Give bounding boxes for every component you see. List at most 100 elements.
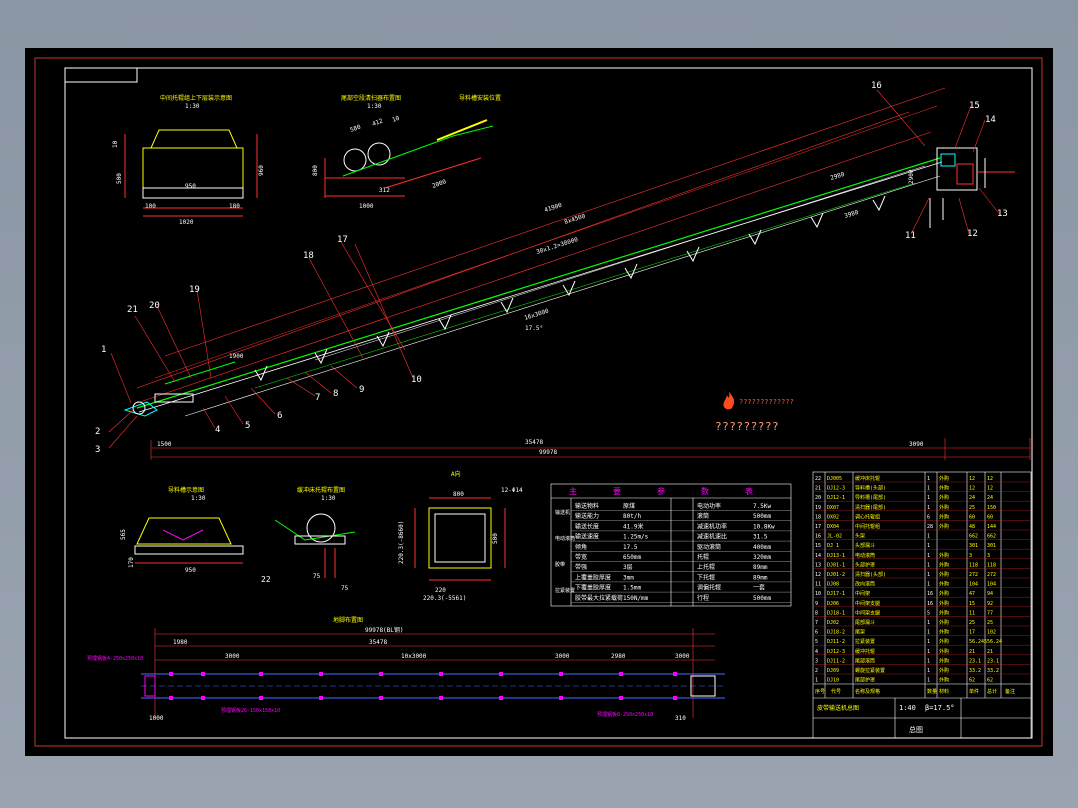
anchor-plate — [619, 672, 623, 676]
dim-text: 180 — [229, 203, 240, 210]
part-code: DJ005 — [827, 476, 842, 482]
callout-5: 5 — [245, 421, 250, 431]
part-name: 拉紧装置 — [855, 638, 875, 645]
dim-text: 10x3000 — [401, 653, 427, 660]
spec-side-label: 拉紧装置 — [555, 587, 575, 594]
title-block-angle: β=17.5° — [925, 704, 955, 712]
part-material: 外购 — [939, 494, 949, 501]
part-index: 11 — [815, 582, 821, 588]
part-name: 头部护罩 — [855, 561, 875, 568]
part-index: 13 — [815, 562, 821, 568]
spec-param-label: 输送速度 — [575, 533, 599, 541]
spec-param-value: 原煤 — [623, 502, 635, 510]
part-code: DJ12-1 — [827, 495, 845, 501]
dim-text: 220 — [435, 587, 446, 594]
part-unit-weight: 24 — [969, 495, 975, 501]
return-idler-title: 导料槽示意图 — [168, 486, 204, 494]
buffer-view — [274, 513, 356, 578]
dim-text: 16x3000 — [523, 308, 550, 322]
corner-tag — [64, 67, 138, 83]
callout-3: 3 — [95, 445, 100, 455]
part-index: 3 — [815, 658, 818, 664]
part-total-weight: 21 — [987, 649, 993, 655]
idler-marks — [254, 195, 886, 382]
part-qty: 1 — [927, 582, 930, 588]
spec-param-value: 1.5mm — [623, 585, 641, 592]
buffer-title: 缓冲床托辊布置图 — [297, 486, 345, 494]
dim-text: 99978(BL钢) — [365, 626, 404, 634]
part-material: 外购 — [939, 629, 949, 636]
dim-text: 220.3(-5561) — [423, 595, 466, 602]
dim-text: 2000 — [431, 178, 447, 190]
part-index: 7 — [815, 620, 818, 626]
part-unit-weight: 104 — [969, 582, 978, 588]
flame-logo-icon — [723, 392, 735, 410]
part-code: DJ11-2 — [827, 639, 845, 645]
part-qty: 1 — [927, 630, 930, 636]
part-total-weight: 62 — [987, 678, 993, 684]
part-name: 中间架支腿 — [855, 600, 880, 607]
callout-9: 9 — [359, 385, 364, 395]
spec-param-label: 输送物料 — [575, 502, 599, 510]
dim-text: 1000 — [149, 715, 164, 722]
dim-text: 310 — [675, 715, 686, 722]
spec-param-label: 减速机功率 — [697, 522, 727, 530]
part-name: 导料槽(尾部) — [855, 494, 886, 501]
callout-18: 18 — [303, 251, 314, 261]
chute-title: A向 — [451, 470, 461, 478]
part-material: 外购 — [939, 648, 949, 655]
part-qty: 1 — [927, 562, 930, 568]
spec-param-value: 41.9米 — [623, 522, 643, 530]
dim-text: 2900 — [908, 169, 915, 184]
dim-text: 30x1.2=38000 — [535, 236, 579, 256]
spec-param-value: 320mm — [753, 554, 771, 561]
spec-side-label: 输送机 — [555, 509, 570, 516]
anchor-plate — [259, 672, 263, 676]
part-code: DJ12-3 — [827, 486, 845, 492]
part-index: 6 — [815, 630, 818, 636]
spec-param-label: 下覆盖胶厚度 — [575, 584, 611, 592]
part-qty: 5 — [927, 610, 930, 616]
part-name: 缓冲床托辊 — [855, 475, 880, 482]
dim-text: 800 — [312, 165, 319, 176]
dim-text: 950 — [185, 567, 196, 574]
part-unit-weight: 662 — [969, 534, 978, 540]
part-name: 头部漏斗 — [855, 542, 875, 549]
anchor-plate — [319, 672, 323, 676]
dim-text: 2980 — [611, 653, 626, 660]
spec-param-value: 3mm — [623, 574, 634, 581]
dim-text: 950 — [185, 183, 196, 190]
anchor-plate — [379, 672, 383, 676]
rear-section-title: 尾部空段清扫器布置图 — [341, 94, 401, 102]
dim-text: 500 — [492, 533, 499, 544]
dim-text: 35478 — [525, 439, 543, 446]
spec-param-value: 10.8Kw — [753, 523, 775, 530]
dim-text: 75 — [313, 573, 321, 580]
callout-8: 8 — [333, 389, 338, 399]
part-qty: 1 — [927, 572, 930, 578]
parts-header: 材料 — [939, 688, 949, 695]
part-unit-weight: 60 — [969, 514, 975, 520]
part-qty: 1 — [927, 668, 930, 674]
part-index: 14 — [815, 553, 821, 559]
spec-param-value: 一套 — [753, 584, 765, 592]
callout-12: 12 — [967, 229, 978, 239]
part-unit-weight: 301 — [969, 543, 978, 549]
part-code: DJ13-1 — [827, 553, 845, 559]
dim-text: 1020 — [179, 219, 194, 226]
part-name: 尾架 — [855, 630, 865, 636]
part-total-weight: 33.2 — [987, 668, 999, 674]
watermark-subtext: ????????????? — [739, 398, 794, 406]
part-name: 尾部护罩 — [855, 677, 875, 684]
part-qty: 28 — [927, 524, 933, 530]
part-unit-weight: 12 — [969, 476, 975, 482]
part-unit-weight: 62 — [969, 678, 975, 684]
part-material: 外购 — [939, 590, 949, 597]
part-name: 调心托辊组 — [855, 513, 880, 520]
part-qty: 1 — [927, 534, 930, 540]
parts-header: 名称及规格 — [855, 688, 880, 695]
dim-text: 500 — [116, 173, 123, 184]
part-material: 外购 — [939, 485, 949, 492]
